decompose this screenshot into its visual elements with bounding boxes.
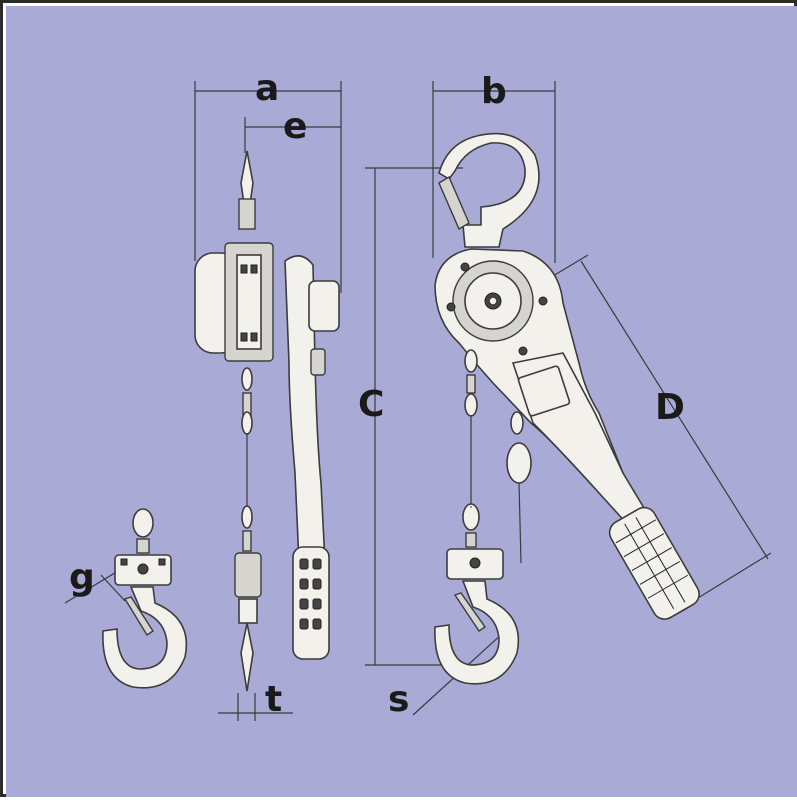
label-d: D <box>655 387 685 428</box>
label-a: a <box>255 68 279 109</box>
dimension-b: b <box>432 71 556 263</box>
dimension-d: D <box>547 254 772 602</box>
lower-hook-left <box>102 508 188 689</box>
dimension-e: e <box>244 106 341 153</box>
label-e: e <box>283 106 307 147</box>
label-c: C <box>358 384 384 425</box>
hoist-side-view <box>194 150 340 692</box>
dimension-t: t <box>218 679 293 721</box>
hoist-front-view <box>434 132 700 685</box>
dimension-g: g <box>64 557 129 604</box>
dimension-a: a <box>194 68 342 293</box>
label-b: b <box>481 71 507 112</box>
label-t: t <box>265 679 282 720</box>
label-s: s <box>388 679 409 720</box>
label-g: g <box>69 557 95 598</box>
lever-hoist-diagram: a e b C D t g s <box>6 6 797 797</box>
